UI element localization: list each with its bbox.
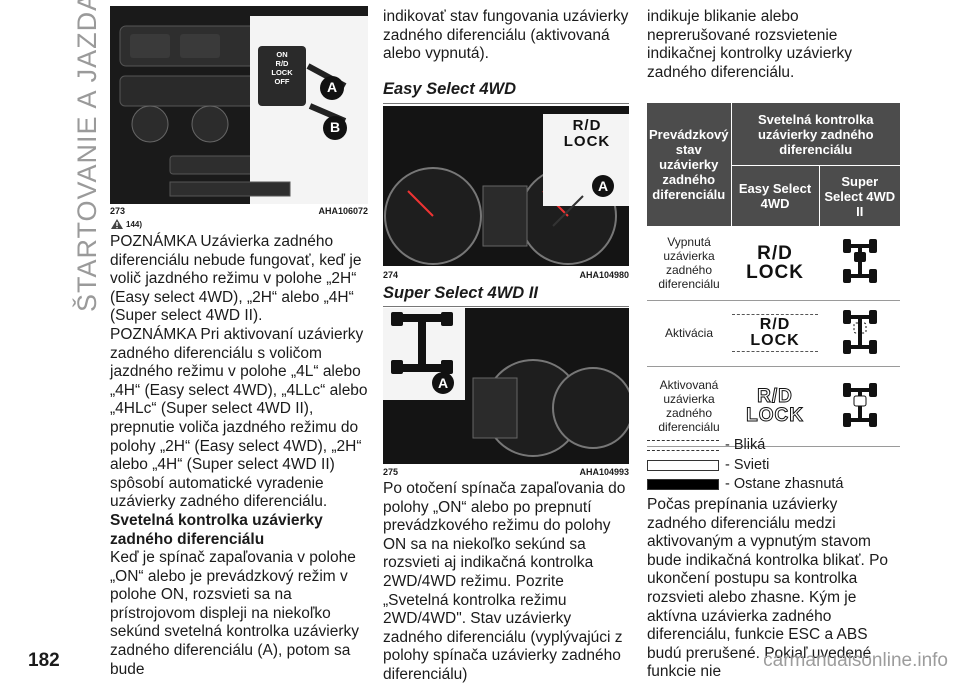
table-header-state: Prevádzkový stav uzávierky zadného difer… <box>647 103 732 226</box>
easy-select-heading: Easy Select 4WD <box>383 80 516 98</box>
rd-lock-lamp-blinking: R/D LOCK <box>732 314 819 352</box>
figure-code: AHA106072 <box>318 206 368 216</box>
chapter-title: ŠTARTOVANIE A JAZDA <box>72 0 102 312</box>
rd-lock-lamp-outline: R/D LOCK <box>732 386 818 426</box>
switch-label-lock: LOCK <box>271 68 293 77</box>
instrument-cluster-illustration-2 <box>383 308 629 464</box>
lamp-rd: R/D <box>757 242 793 264</box>
switch-label-on: ON <box>276 50 288 59</box>
figure-code: AHA104980 <box>579 270 629 280</box>
lock-label: LOCK <box>563 133 611 150</box>
legend-on: - Svieti <box>647 457 769 473</box>
figure-code: AHA104993 <box>579 467 629 477</box>
lamp-lock: LOCK <box>746 261 804 283</box>
section-body: Keď je spínač zapaľovania v polohe „ON“ … <box>110 549 359 678</box>
state-cell: Aktivácia <box>647 300 731 367</box>
switch-label-off: OFF <box>274 77 290 86</box>
warning-reference: 144) <box>110 218 142 230</box>
lamp-rd: R/D <box>757 386 793 407</box>
switch-label-rd: R/D <box>275 59 289 68</box>
note-2: POZNÁMKA Pri aktivovaní uzávierky zadnéh… <box>110 325 368 511</box>
column-1-text: POZNÁMKA Uzávierka zadného diferenciálu … <box>110 233 372 679</box>
lamp-lock: LOCK <box>750 332 800 349</box>
axle-lock-blinking-icon <box>842 309 877 354</box>
super-select-heading: Super Select 4WD II <box>383 284 538 302</box>
legend-blinking: - Bliká <box>647 437 765 453</box>
legend-label: - Svieti <box>725 457 770 473</box>
warning-triangle-icon <box>111 219 123 229</box>
easy-lamp-cell: R/D LOCK <box>731 300 820 367</box>
watermark: carmanualsonline.info <box>763 650 948 671</box>
legend-label: - Bliká <box>725 437 766 453</box>
figure-274-caption: 274 AHA104980 <box>383 270 629 280</box>
axle-lock-outline-icon <box>842 382 877 427</box>
table-row: Aktivovaná uzávierka zadného diferenciál… <box>647 366 900 447</box>
column-3-top-text: indikuje blikanie alebo neprerušované ro… <box>647 8 853 81</box>
rd-lock-lamp: R/D LOCK <box>732 244 818 282</box>
switch-labels: ON R/D LOCK OFF <box>262 50 302 86</box>
figure-274-cluster: R/D LOCK A <box>383 106 629 266</box>
state-cell: Aktivovaná uzávierka zadného diferenciál… <box>647 366 731 447</box>
divider <box>383 306 629 307</box>
easy-lamp-cell: R/D LOCK <box>731 226 820 301</box>
callout-a-275: A <box>437 375 449 391</box>
callout-a: A <box>326 79 338 95</box>
legend-off: - Ostane zhasnutá <box>647 476 844 492</box>
figure-275-caption: 275 AHA104993 <box>383 467 629 477</box>
divider <box>383 103 629 104</box>
super-lamp-cell <box>819 366 900 447</box>
page-number: 182 <box>28 650 60 671</box>
rd-lock-label: R/D LOCK <box>555 118 619 150</box>
super-lamp-cell <box>819 226 900 301</box>
column-2-bottom-text: Po otočení spínača zapaľovania do polohy… <box>383 480 626 683</box>
column-2-top-text: indikovať stav fungovania uzávierky zadn… <box>383 8 629 63</box>
table-row: Aktivácia R/D LOCK <box>647 300 900 367</box>
figure-number: 274 <box>383 270 399 280</box>
legend-label: - Ostane zhasnutá <box>725 476 844 492</box>
super-lamp-cell <box>819 300 900 367</box>
lamp-rd: R/D <box>759 316 791 333</box>
lamp-lock: LOCK <box>746 405 804 426</box>
dashboard-switch-illustration <box>110 6 368 204</box>
table-row: Vypnutá uzávierka zadného diferenciálu R… <box>647 226 900 301</box>
axle-lock-icon <box>842 239 877 284</box>
state-cell: Vypnutá uzávierka zadného diferenciálu <box>647 226 731 301</box>
callout-a-274: A <box>597 178 609 194</box>
rd-label: R/D <box>572 117 602 134</box>
legend-dashed-swatch <box>647 439 719 451</box>
callout-b: B <box>329 119 341 135</box>
figure-273-caption: 273 AHA106072 <box>110 206 368 216</box>
figure-number: 275 <box>383 467 399 477</box>
chapter-sidebar: ŠTARTOVANIE A JAZDA <box>16 0 102 320</box>
legend-solid-swatch <box>647 478 719 490</box>
instrument-cluster-illustration <box>383 106 629 266</box>
figure-273-dashboard-switch: ON R/D LOCK OFF A B <box>110 6 368 204</box>
table-header-super: Super Select 4WD II <box>819 165 900 226</box>
section-heading: Svetelná kontrolka uzávierky zadného dif… <box>110 511 323 548</box>
figure-number: 273 <box>110 206 126 216</box>
indicator-table: Prevádzkový stav uzávierky zadného difer… <box>647 103 900 447</box>
table-header-lamp: Svetelná kontrolka uzávierky zadného dif… <box>731 103 900 167</box>
legend-outline-swatch <box>647 459 719 471</box>
table-header-easy: Easy Select 4WD <box>731 165 820 226</box>
easy-lamp-cell: R/D LOCK <box>731 366 820 447</box>
column-3-bottom-text: Počas prepínania uzávierky zadného difer… <box>647 496 889 681</box>
note-1: POZNÁMKA Uzávierka zadného diferenciálu … <box>110 233 362 325</box>
figure-275-cluster: A <box>383 308 629 464</box>
warning-reference-text: 144) <box>126 219 143 229</box>
